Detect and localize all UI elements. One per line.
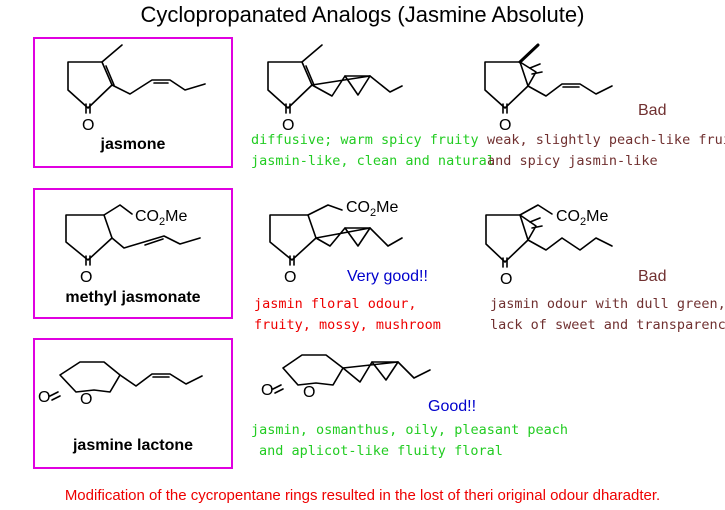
structure-jasmone [67, 44, 206, 114]
oxygen-label: O [499, 117, 511, 134]
structure-methyl-jasmonate [65, 204, 201, 266]
rating-bad: Bad [638, 102, 667, 119]
structure-bicyclic-methyl-jasmonate [485, 204, 613, 268]
ester-label: CO2Me [346, 199, 398, 219]
oxygen-label: O [38, 389, 50, 406]
odour-note-line: jasmin floral odour, [254, 296, 417, 312]
oxygen-label: O [80, 391, 92, 408]
reference-box-jasmone [33, 37, 233, 168]
odour-note-line: jasmin-like, clean and natural [251, 153, 495, 169]
ester-label: CO2Me [556, 208, 608, 228]
odour-note: diffusive; warm spicy fruity jasmin-like… [251, 130, 495, 172]
reference-name-jasmine-lactone: jasmine lactone [72, 437, 194, 454]
reference-box-jasmine-lactone [33, 338, 233, 469]
oxygen-label: O [261, 382, 273, 399]
odour-note-line: diffusive; warm spicy fruity [251, 132, 479, 148]
structure-bicyclic-jasmone [484, 43, 613, 114]
page-title: Cyclopropanated Analogs (Jasmine Absolut… [140, 2, 585, 27]
odour-note: jasmin, osmanthus, oily, pleasant peach … [251, 420, 568, 462]
ester-label: CO2Me [135, 208, 187, 228]
structure-cyclopropyl-jasmine-lactone [272, 354, 431, 394]
oxygen-label: O [284, 269, 296, 286]
oxygen-label: O [303, 384, 315, 401]
footer-note: Modification of the cycropentane rings r… [64, 487, 661, 504]
odour-note-line: fruity, mossy, mushroom [254, 317, 441, 333]
structure-cyclopropyl-jasmone [267, 44, 403, 114]
oxygen-label: O [80, 269, 92, 286]
oxygen-label: O [500, 271, 512, 288]
rating-very-good: Very good!! [347, 268, 428, 285]
odour-note: weak, slightly peach-like fruity and spi… [487, 130, 725, 172]
rating-bad: Bad [638, 268, 667, 285]
odour-note-line: and spicy jasmin-like [487, 153, 658, 169]
rating-good: Good!! [428, 398, 477, 415]
structure-jasmine-lactone [49, 361, 203, 401]
odour-note: jasmin floral odour, fruity, mossy, mush… [254, 294, 441, 336]
oxygen-label: O [82, 117, 94, 134]
odour-note-line: weak, slightly peach-like fruity [487, 132, 725, 148]
structure-cyclopropyl-methyl-jasmonate [269, 204, 403, 266]
reference-name-jasmone: jasmone [100, 136, 166, 153]
reference-box-methyl-jasmonate [33, 188, 233, 319]
oxygen-label: O [282, 117, 294, 134]
odour-note-line: jasmin, osmanthus, oily, pleasant peach [251, 422, 568, 438]
reference-name-methyl-jasmonate: methyl jasmonate [65, 289, 201, 306]
odour-note: jasmin odour with dull green, lack of sw… [490, 294, 725, 336]
odour-note-line: lack of sweet and transparency [490, 317, 725, 333]
odour-note-line: and aplicot-like fluity floral [259, 443, 503, 459]
odour-note-line: jasmin odour with dull green, [490, 296, 725, 312]
